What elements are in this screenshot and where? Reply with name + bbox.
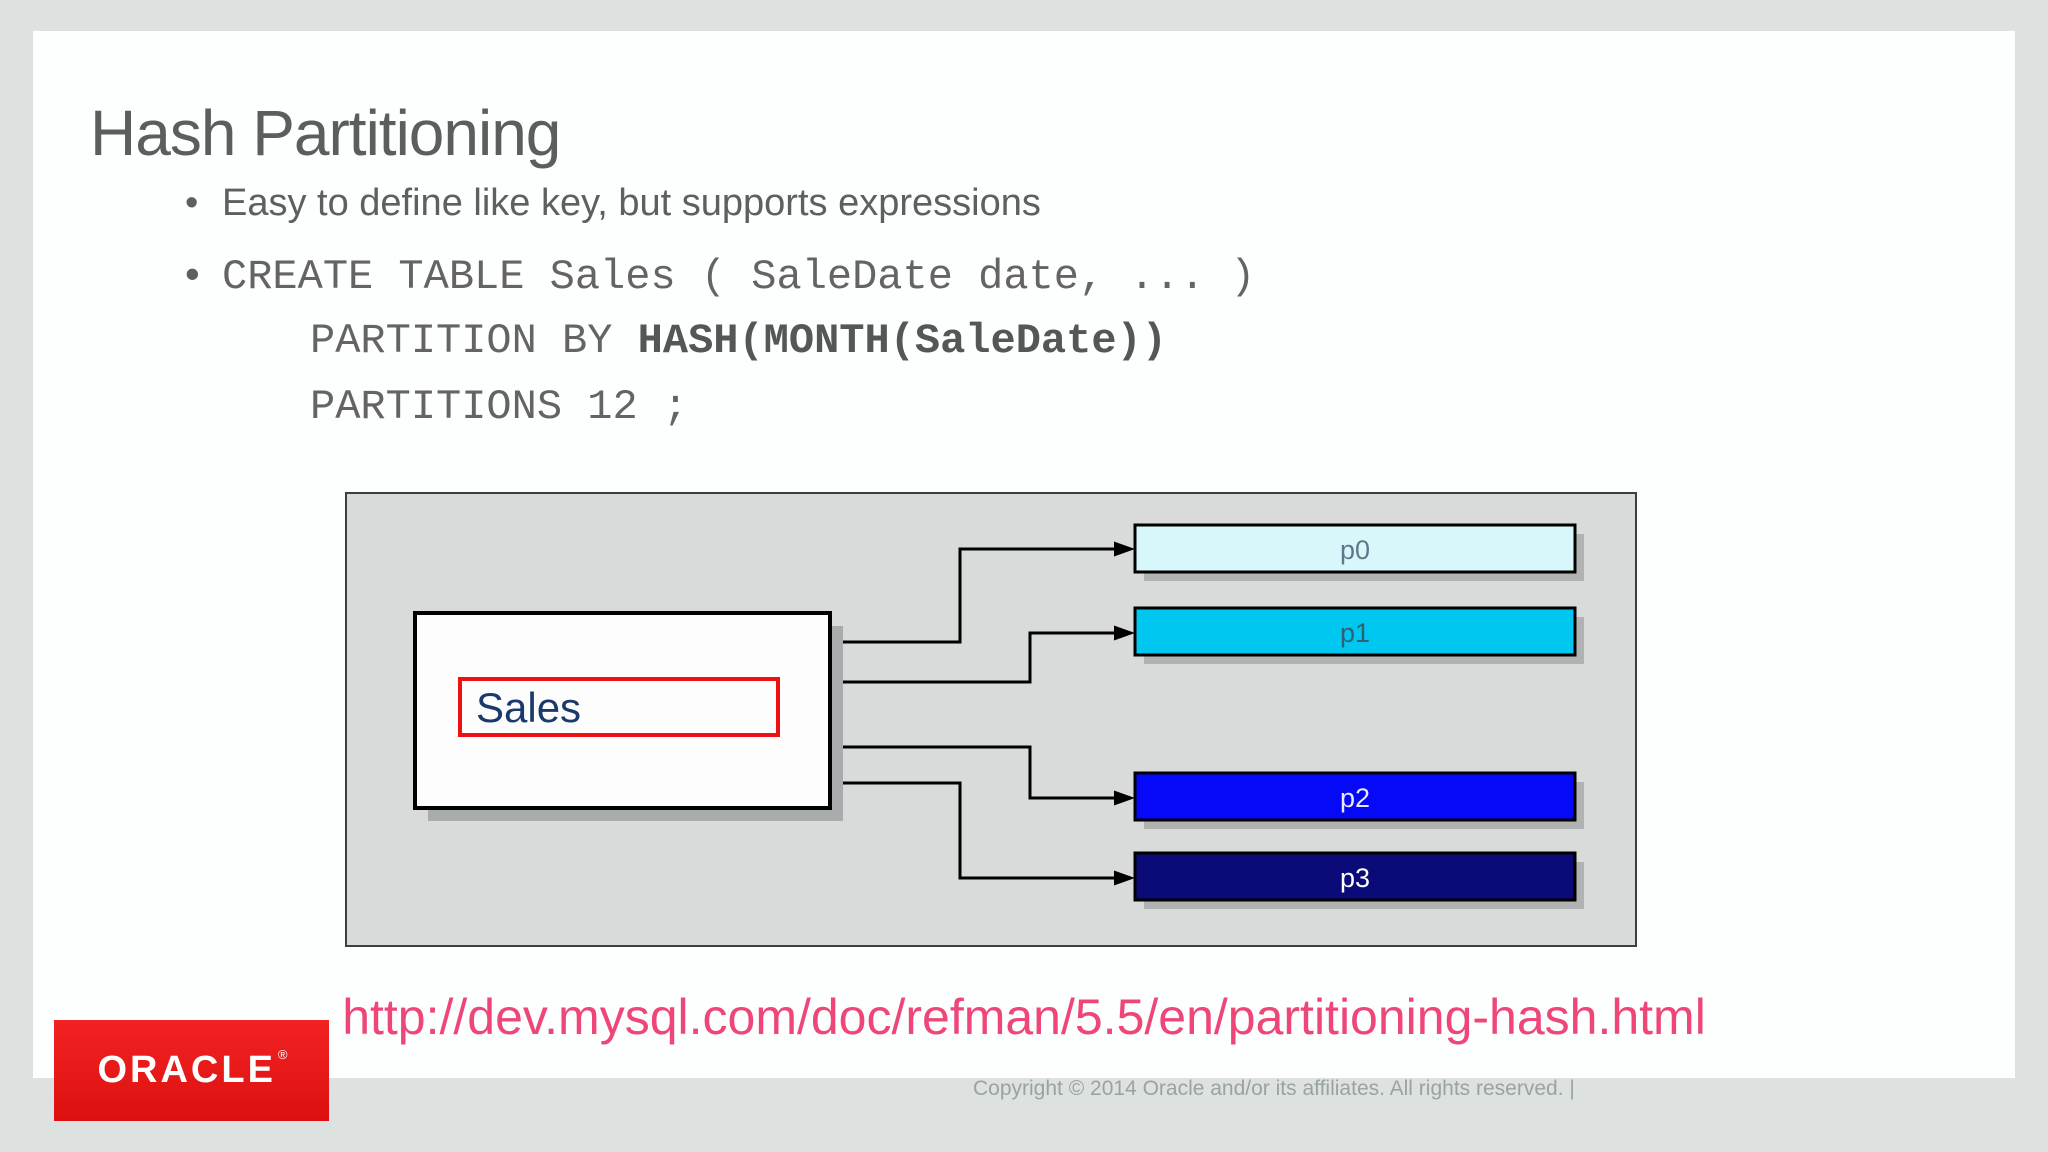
arrow-to-p1: [830, 625, 1135, 684]
arrow-to-p2: [830, 745, 1135, 806]
oracle-logo: ORACLE®: [54, 1020, 329, 1121]
code-text: PARTITION BY: [310, 317, 638, 365]
partition-label-p3: p3: [1340, 863, 1370, 893]
sales-table-label: Sales: [476, 684, 581, 731]
partition-label-p0: p0: [1340, 535, 1370, 565]
copyright-text: Copyright © 2014 Oracle and/or its affil…: [973, 1077, 1575, 1100]
partition-bar-p2: [1133, 771, 1577, 822]
hash-partition-diagram: Sales p0 p1 p2 p3: [345, 492, 1637, 947]
bullet-text: Easy to define like key, but supports ex…: [222, 182, 1041, 224]
partition-bar-p0: [1133, 523, 1577, 574]
code-text: PARTITIONS 12 ;: [310, 383, 689, 431]
bullet-glyph: •: [185, 250, 200, 297]
bullet-item-expressions: • Easy to define like key, but supports e…: [185, 182, 1041, 225]
code-text: CREATE TABLE Sales ( SaleDate date, ... …: [222, 253, 1256, 301]
sales-highlight-rect: [458, 677, 780, 737]
code-hash-expression: HASH(MONTH(SaleDate)): [637, 317, 1167, 365]
code-create-table-line: • CREATE TABLE Sales ( SaleDate date, ...…: [185, 250, 1255, 301]
code-partitions-count-line: PARTITIONS 12 ;: [310, 383, 688, 431]
partition-bar-p1: [1133, 606, 1577, 657]
code-partition-by-line: PARTITION BY HASH(MONTH(SaleDate)): [310, 317, 1167, 365]
arrow-to-p0: [830, 541, 1135, 644]
page-title: Hash Partitioning: [90, 96, 561, 169]
partition-label-p1: p1: [1340, 618, 1370, 648]
registered-mark: ®: [277, 1047, 288, 1062]
arrow-to-p3: [830, 781, 1135, 886]
bullet-glyph: •: [185, 182, 199, 224]
oracle-wordmark: ORACLE: [97, 1049, 276, 1091]
slide-canvas: Hash Partitioning • Easy to define like k…: [33, 31, 2015, 1078]
partition-bar-p3: [1133, 851, 1577, 902]
partition-label-p2: p2: [1340, 783, 1370, 813]
doc-url-line: http://dev.mysql.com/doc/refman/5.5/en/p…: [33, 988, 2015, 1046]
doc-url-link[interactable]: http://dev.mysql.com/doc/refman/5.5/en/p…: [342, 989, 1706, 1045]
